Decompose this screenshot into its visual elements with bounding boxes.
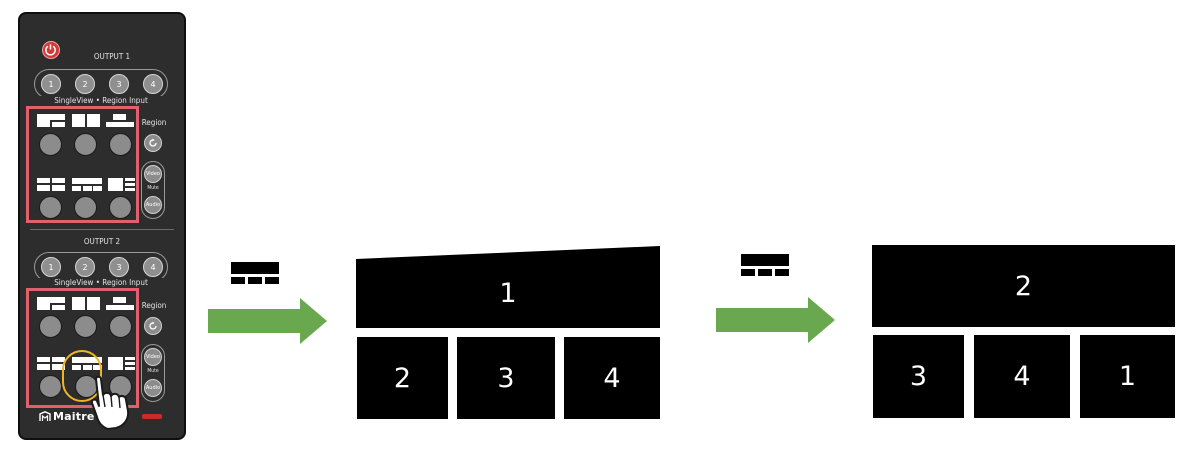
layout-split-icon [72,114,100,127]
power-button[interactable] [42,41,60,59]
right-arrow-icon [716,297,835,343]
output2-input-2-button[interactable]: 2 [75,257,95,277]
layout-before-diagram: 1 2 3 4 [356,246,660,420]
output1-input-3-button[interactable]: 3 [109,74,129,94]
output2-singleview-label: SingleView • Region Input [34,278,168,287]
power-icon [45,44,56,56]
output1-video-mute-button[interactable]: Video [144,165,162,183]
layout-pbp-icon [106,114,134,127]
layout-pbp-icon [106,297,134,310]
main-window: 2 [872,245,1175,327]
layout-pip-icon [37,297,65,310]
output2-input-4-button[interactable]: 4 [143,257,163,277]
main-window-label: 1 [499,278,517,309]
maitrev-logo-icon [39,410,51,421]
output1-input-2-button[interactable]: 2 [75,74,95,94]
output1-layout-highlight-box [26,106,139,223]
remote-control: OUTPUT 1 1 2 3 4 SingleView • Region Inp… [18,12,186,440]
output2-layout-button-2[interactable] [74,315,97,338]
output2-video-mute-button[interactable]: Video [144,348,162,366]
output1-layout-button-5[interactable] [74,196,97,219]
output1-singleview-label: SingleView • Region Input [34,96,168,105]
layout-1-over-3-small-icon [231,262,279,284]
refresh-icon [149,321,157,330]
sub-window-3: 4 [564,337,660,419]
output2-mute-group [141,344,165,402]
refresh-icon [149,138,157,147]
sub-window-3: 1 [1080,335,1175,418]
sub-window-2: 4 [974,335,1070,418]
remote-divider [30,229,174,230]
layout-after-diagram: 2 3 4 1 [872,245,1176,420]
layout-1-over-3-small-icon [741,254,789,276]
output2-layout-button-3[interactable] [109,315,132,338]
brand-red-mark [142,414,162,419]
output1-layout-button-2[interactable] [74,133,97,156]
layout-1-plus-3-icon [108,357,135,370]
output2-region-label: Region [141,301,167,310]
output1-region-cycle-button[interactable] [144,134,162,152]
output2-label: OUTPUT 2 [83,237,121,246]
brand-logo: MaitreV [39,409,103,423]
output2-layout-highlight-box [26,288,139,408]
output1-input-4-button[interactable]: 4 [143,74,163,94]
layout-1-plus-3-icon [108,178,135,191]
output1-label: OUTPUT 1 [93,52,131,61]
output1-mute-label: Mute [147,185,159,191]
layout-pip-icon [37,114,65,127]
layout-quad-icon [37,178,65,191]
sub-window-1: 3 [873,335,964,418]
output1-layout-button-6[interactable] [109,196,132,219]
output1-layout-button-1[interactable] [39,133,62,156]
output2-input-1-button[interactable]: 1 [41,257,61,277]
layout-1-over-3-icon [72,178,102,191]
output2-layout-button-4[interactable] [39,375,62,398]
output1-layout-button-4[interactable] [39,196,62,219]
output2-mute-label: Mute [147,368,159,374]
output2-region-cycle-button[interactable] [144,317,162,335]
pointing-hand-icon [90,375,130,430]
output1-mute-group [141,161,165,219]
sub-window-2: 3 [457,337,555,419]
selected-button-ring [62,350,102,402]
output1-audio-mute-button[interactable]: Audio [144,196,162,214]
main-window-shape [356,246,660,328]
layout-split-icon [72,297,100,310]
output2-input-3-button[interactable]: 3 [109,257,129,277]
output2-layout-button-1[interactable] [39,315,62,338]
right-arrow-icon [208,298,327,344]
layout-quad-icon [37,357,65,370]
output1-layout-button-3[interactable] [109,133,132,156]
sub-window-1: 2 [357,337,448,419]
output1-input-1-button[interactable]: 1 [41,74,61,94]
output2-audio-mute-button[interactable]: Audio [144,379,162,397]
output1-region-label: Region [141,118,167,127]
brand-name: MaitreV [53,409,104,423]
